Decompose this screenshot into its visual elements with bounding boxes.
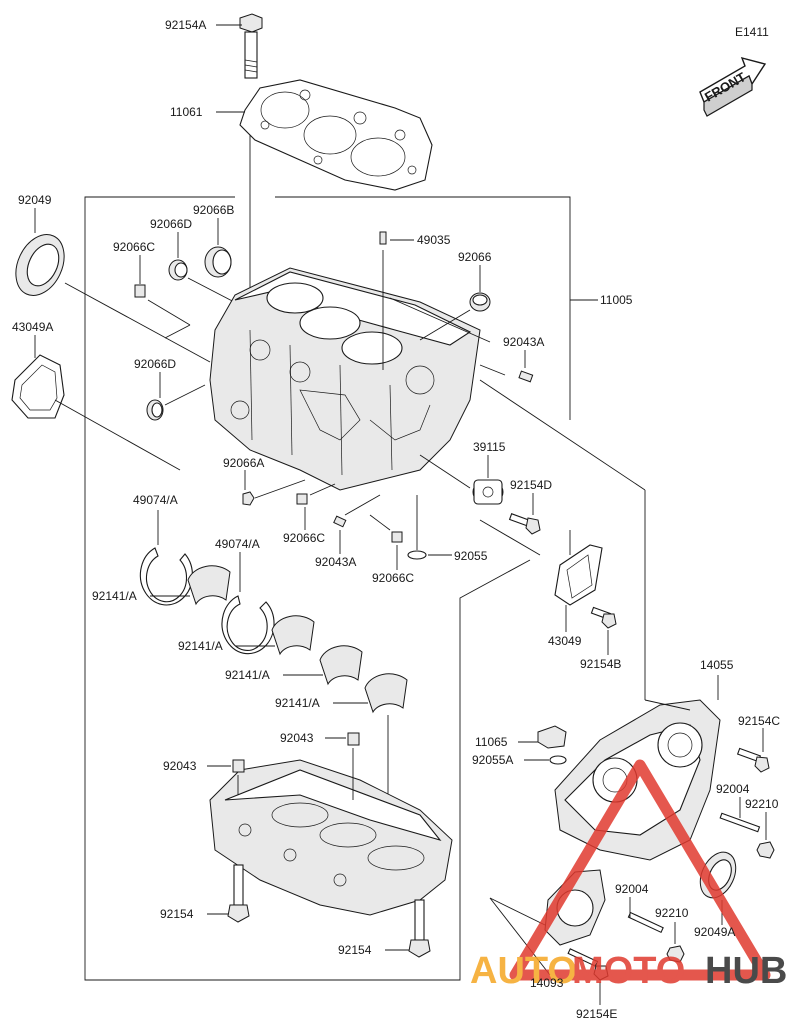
- plugs-lower: [242, 470, 403, 570]
- dowel-92043-b: [207, 759, 245, 795]
- pin-49035: [379, 231, 414, 370]
- label-92043-b: 92043: [163, 759, 197, 773]
- label-92055: 92055: [454, 549, 488, 563]
- front-arrow-icon: FRONT: [699, 56, 767, 117]
- bearing-1: [150, 565, 231, 606]
- label-92141a-1: 92141/A: [92, 589, 137, 603]
- bearing-2: [236, 615, 315, 656]
- cap-11065: [518, 725, 567, 749]
- gasket-43049: [479, 519, 603, 632]
- watermark-text-3: HUB: [705, 950, 787, 992]
- label-92004-lower: 92004: [615, 882, 649, 896]
- label-92154-right: 92154: [338, 943, 372, 957]
- stud-92004-lower: [627, 897, 664, 934]
- bolt-92154a: [216, 13, 263, 79]
- label-92154b: 92154B: [580, 657, 621, 671]
- label-92210-lower: 92210: [655, 906, 689, 920]
- bearing-3: [283, 645, 363, 686]
- gasket-43049a: [11, 335, 181, 471]
- label-92049a: 92049A: [694, 925, 735, 939]
- watermark-text-2: MOTO: [572, 950, 685, 992]
- thrust-washer-2: [221, 552, 275, 655]
- pump-39115: [419, 454, 504, 505]
- oring-92055: [407, 495, 452, 560]
- label-92141a-4: 92141/A: [275, 696, 320, 710]
- seal-92049: [15, 208, 211, 363]
- label-92066: 92066: [458, 250, 492, 264]
- label-92049: 92049: [18, 193, 52, 207]
- label-14093: 14093: [530, 976, 564, 990]
- stud-92004-right: [719, 797, 761, 833]
- label-92066b: 92066B: [193, 203, 234, 217]
- label-92043a-lower: 92043A: [315, 555, 356, 569]
- label-92043-a: 92043: [280, 731, 314, 745]
- pin-92043a-right: [479, 350, 534, 383]
- label-92210-right: 92210: [745, 797, 779, 811]
- plug-92066: [419, 265, 491, 341]
- label-92043a-upper: 92043A: [503, 335, 544, 349]
- label-11065: 11065: [475, 735, 508, 749]
- head-gasket-11061: [216, 79, 433, 300]
- oring-92055a: [524, 755, 567, 765]
- thrust-washer-1: [139, 510, 193, 606]
- bolt-92154-left: [207, 864, 250, 923]
- label-92066d-lower: 92066D: [134, 357, 176, 371]
- label-11005: 11005: [600, 293, 633, 307]
- plugs-upper: [134, 218, 241, 339]
- nut-92210-right: [756, 812, 775, 859]
- label-92154c: 92154C: [738, 714, 780, 728]
- lower-crankcase: [209, 759, 453, 916]
- label-92055a: 92055A: [472, 753, 513, 767]
- label-92141a-2: 92141/A: [178, 639, 223, 653]
- bolt-92154-right: [385, 899, 431, 958]
- label-92066c: 92066C: [113, 240, 155, 254]
- label-92154d: 92154D: [510, 478, 552, 492]
- timing-cover-14055: [479, 379, 721, 861]
- label-49074a-2: 49074/A: [215, 537, 260, 551]
- plug-92066d-lower: [146, 372, 206, 421]
- bolt-92154d: [508, 493, 541, 535]
- label-92154e: 92154E: [576, 1007, 617, 1021]
- part-labels: 92154A 11061 92049 92066B 92066D 92066C …: [12, 18, 780, 1021]
- label-43049: 43049: [548, 634, 582, 648]
- label-92066c-low2: 92066C: [372, 571, 414, 585]
- label-92066a: 92066A: [223, 456, 264, 470]
- label-39115: 39115: [473, 440, 506, 454]
- bolt-92154b: [590, 606, 617, 655]
- label-92066c-lower: 92066C: [283, 531, 325, 545]
- label-92154-left: 92154: [160, 907, 194, 921]
- label-92154a: 92154A: [165, 18, 206, 32]
- diagram-code: E1411: [735, 25, 769, 39]
- label-92004-right: 92004: [716, 782, 750, 796]
- bolt-92154c: [736, 728, 770, 773]
- cylinder-block-11005: [209, 267, 598, 491]
- label-11061: 11061: [170, 105, 203, 119]
- assembly-frame: [84, 196, 571, 981]
- label-14055: 14055: [700, 658, 734, 672]
- watermark-text-1: AUTO: [470, 950, 577, 992]
- label-49035: 49035: [417, 233, 451, 247]
- nut-92210-lower: [666, 922, 685, 963]
- label-92066d: 92066D: [150, 217, 192, 231]
- watermark-logo: AUTO MOTO HUB: [470, 759, 787, 992]
- label-43049a: 43049A: [12, 320, 53, 334]
- dowel-92043-a: [325, 732, 360, 800]
- label-49074a-1: 49074/A: [133, 493, 178, 507]
- label-92141a-3: 92141/A: [225, 668, 270, 682]
